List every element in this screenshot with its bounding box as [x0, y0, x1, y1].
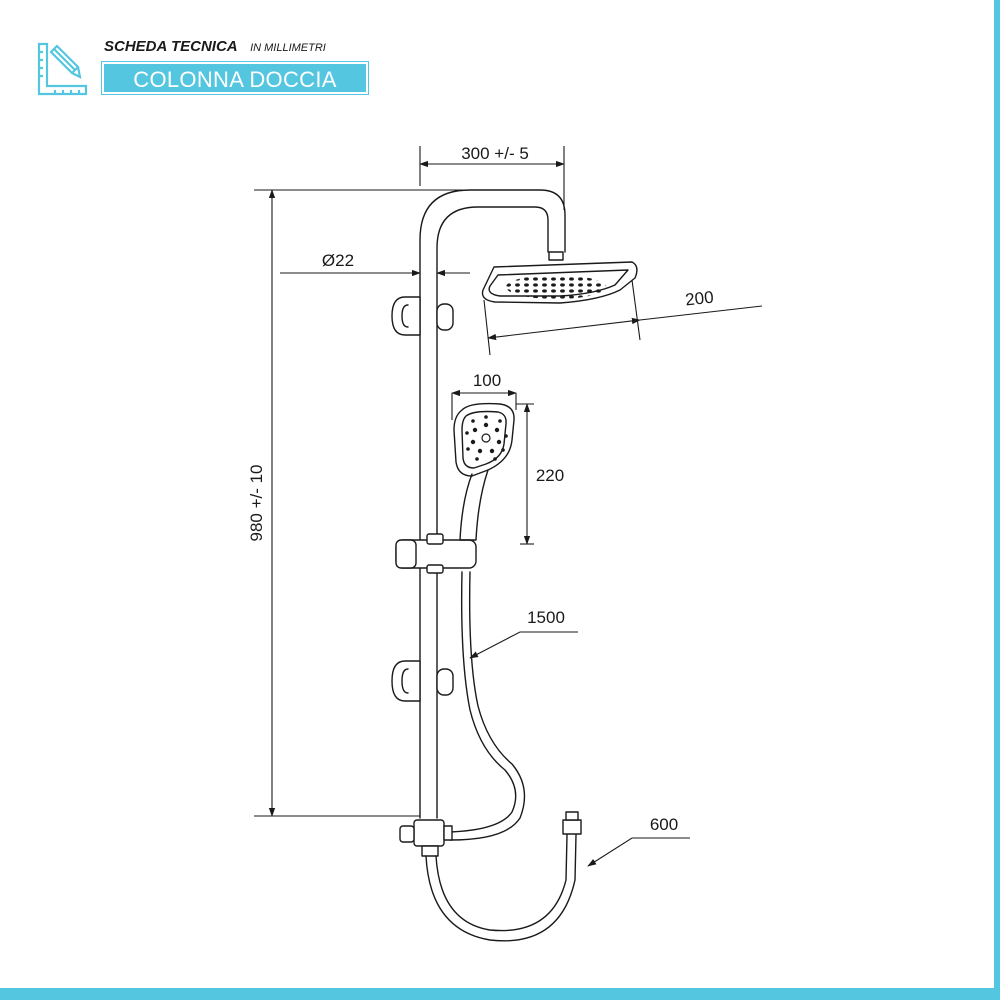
- hose-nut: [562, 811, 582, 835]
- product-title: COLONNA DOCCIA: [101, 61, 369, 95]
- dim-line-head-width: [487, 317, 641, 341]
- slide-holder: [395, 533, 477, 574]
- hose-hand: [449, 571, 517, 833]
- label-hose-short: 600: [650, 815, 678, 834]
- units-label: IN MILLIMETRI: [250, 42, 326, 54]
- hand-shower-nozzles: [465, 415, 508, 461]
- diverter: [399, 819, 453, 857]
- ruler-pencil-icon: [37, 42, 88, 96]
- leader-hose-short: [587, 837, 690, 867]
- label-column-height: 980 +/- 10: [247, 464, 266, 541]
- wall-bracket-upper: [391, 296, 454, 336]
- wall-bracket-lower: [391, 660, 454, 702]
- leader-hose-long: [469, 631, 578, 659]
- label-hose-long: 1500: [527, 608, 565, 627]
- label-hand-width: 100: [473, 371, 501, 390]
- sheet-title: SCHEDA TECNICA: [104, 38, 238, 55]
- shower-head: [481, 261, 638, 304]
- label-arm-reach: 300 +/- 5: [461, 144, 529, 163]
- label-head-width: 200: [684, 288, 714, 310]
- hose-inlet: [425, 834, 577, 942]
- label-hand-height: 220: [536, 466, 564, 485]
- label-pipe-diameter: Ø22: [322, 251, 354, 270]
- hose-inlet-inner: [435, 834, 568, 932]
